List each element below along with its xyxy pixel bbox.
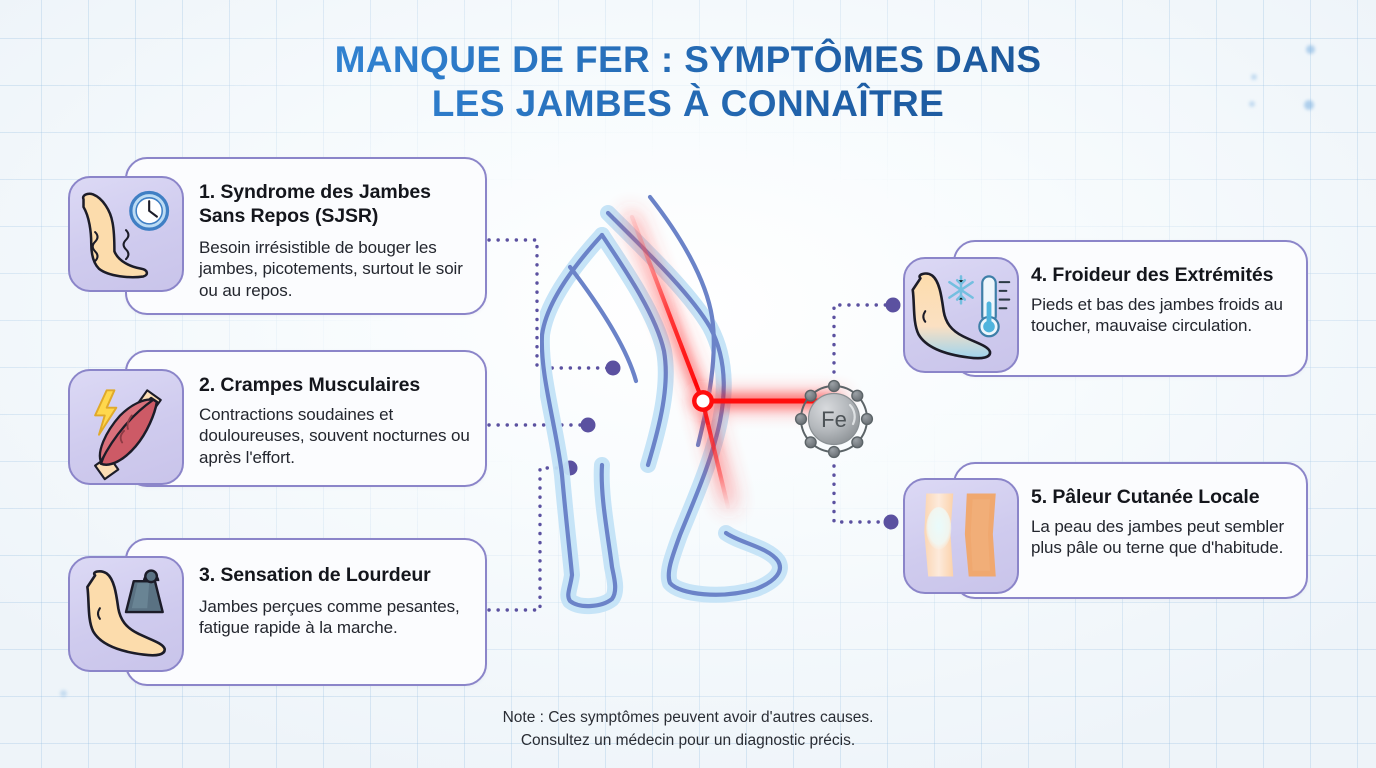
symptom-card-1[interactable]: 1. Syndrome des Jambes Sans Repos (SJSR)…	[125, 157, 487, 315]
pale-skin-comparison-icon	[903, 478, 1019, 594]
card-4-body: Pieds et bas des jambes froids au touche…	[1031, 295, 1283, 336]
card-4-title: 4. Froideur des Extrémités	[1031, 264, 1274, 286]
card-5-body: La peau des jambes peut sembler plus pâl…	[1031, 517, 1285, 558]
symptom-card-2[interactable]: 2. Crampes Musculaires Contractions soud…	[125, 350, 487, 487]
footnote-line-2: Consultez un médecin pour un diagnostic …	[520, 731, 856, 749]
muscle-with-lightning-icon	[68, 369, 184, 485]
card-3-title: 3. Sensation de Lourdeur	[199, 564, 431, 586]
card-1-body: Besoin irrésistible de bouger les jambes…	[199, 238, 463, 300]
cold-foot-thermometer-icon	[903, 257, 1019, 373]
card-5-title: 5. Pâleur Cutanée Locale	[1031, 486, 1260, 508]
symptom-card-3[interactable]: 3. Sensation de Lourdeur Jambes perçues …	[125, 538, 487, 686]
fe-symbol-label: Fe	[821, 407, 847, 432]
footnote-line-1: Note : Ces symptômes peuvent avoir d'aut…	[502, 709, 874, 727]
card-2-body: Contractions soudaines et douloureuses, …	[199, 405, 470, 467]
card-2-title: 2. Crampes Musculaires	[199, 374, 421, 396]
title-line-1: MANQUE DE FER : SYMPTÔMES DANS	[334, 39, 1042, 80]
foot-with-weight-icon	[68, 556, 184, 672]
page-title: MANQUE DE FER : SYMPTÔMES DANS LES JAMBE…	[0, 38, 1376, 125]
iron-atom-symbol: Fe	[793, 378, 875, 460]
card-3-body: Jambes perçues comme pesantes, fatigue r…	[199, 597, 460, 638]
walking-legs-illustration	[540, 175, 870, 635]
title-line-2: LES JAMBES À CONNAÎTRE	[431, 82, 945, 124]
card-1-title: 1. Syndrome des Jambes Sans Repos (SJSR)	[199, 181, 431, 227]
disclaimer-note: Note : Ces symptômes peuvent avoir d'aut…	[0, 707, 1376, 752]
leg-with-clock-icon	[68, 176, 184, 292]
decorative-dot	[60, 690, 67, 697]
